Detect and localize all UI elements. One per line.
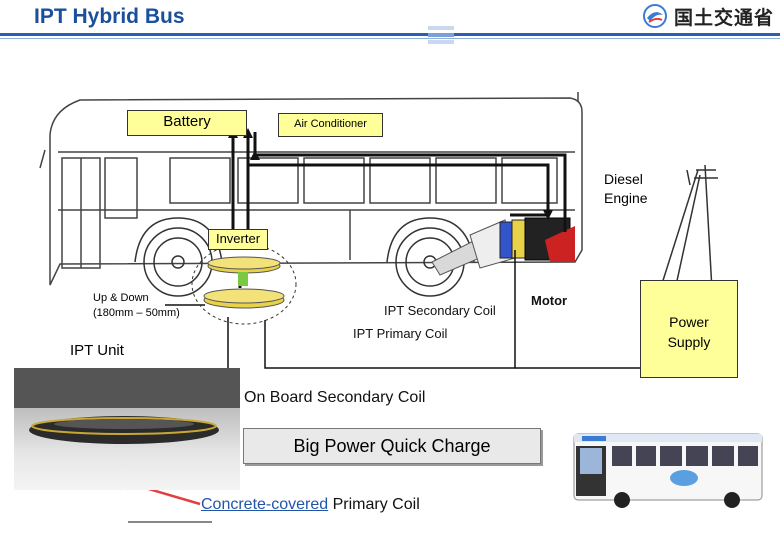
power-supply-box: Power Supply [640,280,738,378]
diesel-engine-label: Diesel Engine [604,170,648,208]
header-rule-thin [0,38,780,39]
header-rule [0,33,780,36]
bus-photo-drawing [573,433,763,508]
inverter-box: Inverter [208,229,268,250]
big-power-quick-charge-box: Big Power Quick Charge [243,428,541,464]
motor-label: Motor [531,293,568,308]
ipt-coils [191,243,297,325]
wheels [134,217,475,297]
battery-box: Battery [127,110,247,136]
flow-arrowheads [228,128,553,220]
air-conditioner-label: Air Conditioner [294,118,367,130]
ipt-unit-label: IPT Unit [70,342,124,359]
slide-marker-icon [428,26,454,44]
power-supply-label: Power Supply [641,312,737,352]
on-board-secondary-coil-label: On Board Secondary Coil [244,389,426,406]
diesel-engine-line2: Engine [604,190,648,206]
page-title: IPT Hybrid Bus [34,5,185,28]
diesel-engine-line1: Diesel [604,171,643,187]
bus-photo-icon [564,428,768,510]
utility-pole-icon [659,164,718,291]
concrete-covered-link[interactable]: Concrete-covered [201,496,329,513]
ministry-logo: 国土交通省 [642,2,774,30]
coil-photo-drawing [14,368,240,444]
primary-coil-caption: Concrete-covered Primary Coil [201,496,420,514]
up-down-label: Up & Down (180mm – 50mm) [93,291,180,321]
bus-outline [39,92,583,286]
ministry-logo-icon [642,4,667,28]
power-supply-line2: Supply [667,334,711,350]
air-conditioner-box: Air Conditioner [278,113,383,137]
coil-photo-icon [14,368,240,490]
ipt-primary-coil-label: IPT Primary Coil [353,326,448,341]
ipt-secondary-coil-label: IPT Secondary Coil [384,303,496,318]
power-supply-line1: Power [669,314,709,330]
power-flow-lines [231,132,567,288]
inverter-label: Inverter [215,231,261,246]
drivetrain [431,217,575,276]
up-down-line2: (180mm – 50mm) [93,307,180,319]
battery-label: Battery [163,113,211,130]
up-down-line1: Up & Down [93,292,149,304]
big-power-quick-charge-label: Big Power Quick Charge [293,436,491,456]
primary-coil-text: Primary Coil [332,496,420,513]
ministry-logo-text: 国土交通省 [673,7,774,29]
